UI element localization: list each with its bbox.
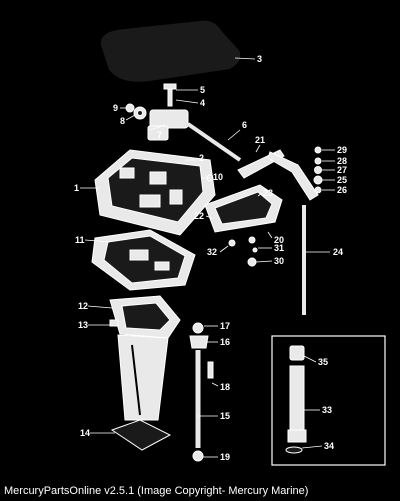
callout-35: 35 [318,357,328,367]
callout-33: 33 [322,405,332,415]
callout-28: 28 [337,156,347,166]
callout-32: 32 [207,247,217,257]
callout-29: 29 [337,145,347,155]
shaft-assembly-illustration [189,322,214,462]
callout-25: 25 [337,175,347,185]
washer-stack-illustration [247,146,323,267]
callout-24: 24 [333,247,343,257]
callout-31: 31 [274,243,284,253]
callout-12: 12 [78,301,88,311]
copyright-footer: MercuryPartsOnline v2.5.1 (Image Copyrig… [0,482,400,501]
callout-9: 9 [113,103,118,113]
upper-housing-illustration [109,295,181,339]
callout-18: 18 [220,382,230,392]
driveshaft-housing-illustration [117,334,169,421]
callout-23: 23 [263,188,273,198]
adapter-plate-illustration [94,149,216,236]
callout-19: 19 [220,452,230,462]
leader-lines [80,57,335,458]
callout-17: 17 [220,321,230,331]
callout-14: 14 [80,428,90,438]
callout-7: 7 [157,130,162,140]
callout-5: 5 [200,85,205,95]
gasket-ring-illustration [98,18,243,84]
detail-inset-illustration [271,335,386,466]
callout-30: 30 [274,256,284,266]
callout-3: 3 [257,54,262,64]
callout-15: 15 [220,411,230,421]
steering-bracket-illustration [204,149,285,247]
callout-1: 1 [74,183,79,193]
callout-16: 16 [220,337,230,347]
exploded-parts-diagram: 1 2 3 4 5 6 7 8 9 10 11 12 13 14 15 16 1… [74,18,386,466]
callout-13: 13 [78,320,88,330]
callout-6: 6 [242,120,247,130]
square-gasket-illustration [110,419,172,451]
callout-10: 10 [213,172,223,182]
long-rod-illustration [267,151,319,315]
callout-11: 11 [75,235,85,245]
callout-4: 4 [200,98,205,108]
gasket-plate-illustration [91,229,196,291]
callout-2: 2 [199,153,204,163]
callout-20: 20 [274,235,284,245]
callout-21: 21 [255,135,265,145]
callout-34: 34 [324,441,334,451]
callout-22: 22 [194,211,204,221]
callout-8: 8 [120,116,125,126]
bracket-hardware-illustration [125,83,242,162]
callout-26: 26 [337,185,347,195]
callout-27: 27 [337,165,347,175]
